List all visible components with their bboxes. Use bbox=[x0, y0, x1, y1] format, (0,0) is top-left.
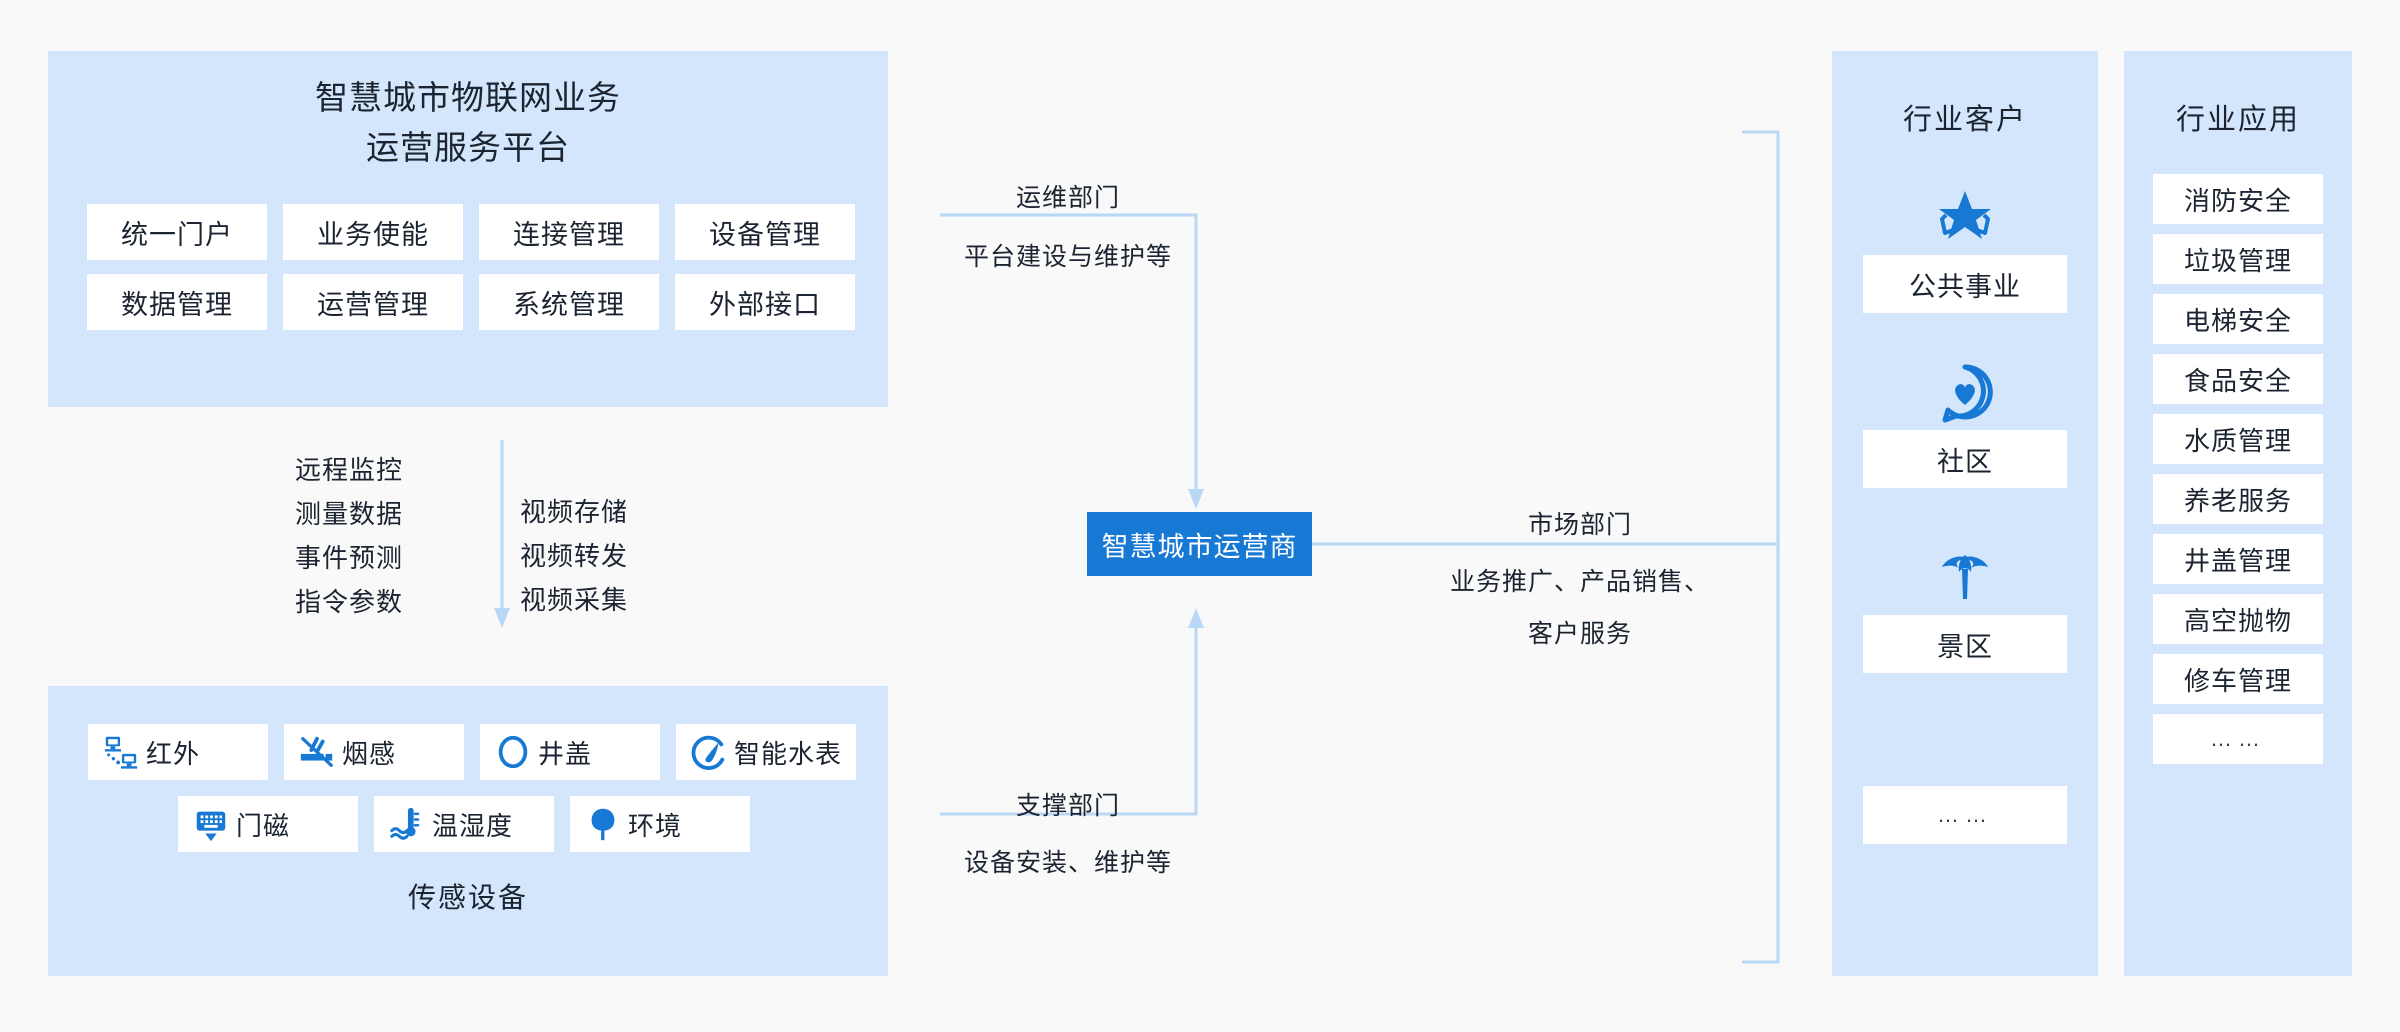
sensor-item-infrared[interactable]: 红外 bbox=[88, 724, 268, 780]
sensor-label: 井盖 bbox=[538, 738, 593, 769]
flow-left-item: 测量数据 bbox=[295, 499, 404, 529]
customer-item-more[interactable]: …… bbox=[1863, 786, 2067, 844]
platform-module[interactable]: 业务使能 bbox=[283, 204, 463, 260]
star-badge-icon bbox=[1939, 191, 1991, 239]
operator-label: 智慧城市运营商 bbox=[1101, 531, 1298, 562]
manhole-cover-icon bbox=[498, 735, 528, 769]
flow-down-arrow-icon bbox=[494, 440, 510, 628]
customer-label: 社区 bbox=[1863, 430, 2067, 488]
flow-right-item: 视频采集 bbox=[520, 585, 629, 615]
sensor-row-top: 红外 烟感 井盖 bbox=[88, 724, 856, 780]
top-edge-desc: 平台建设与维护等 bbox=[963, 243, 1172, 271]
sensor-item-smoke[interactable]: 烟感 bbox=[284, 724, 464, 780]
platform-module[interactable]: 数据管理 bbox=[87, 274, 267, 330]
palm-tree-icon bbox=[1942, 555, 1988, 599]
flow-left-column: 远程监控 测量数据 事件预测 指令参数 bbox=[295, 448, 403, 624]
sensor-row-bottom: 门磁 温湿度 环境 bbox=[178, 796, 750, 852]
customer-icon-wrap bbox=[1863, 181, 2067, 255]
right-edge-title: 市场部门 bbox=[1527, 511, 1632, 539]
operator-box[interactable]: 智慧城市运营商 bbox=[1087, 512, 1312, 576]
sensor-panel: 红外 烟感 井盖 bbox=[48, 686, 888, 976]
bottom-edge-desc: 设备安装、维护等 bbox=[963, 849, 1172, 877]
applications-panel-title: 行业应用 bbox=[2175, 104, 2300, 136]
customer-item-public-utility[interactable]: 公共事业 bbox=[1863, 181, 2067, 313]
customer-label: …… bbox=[1863, 786, 2067, 844]
application-item[interactable]: 养老服务 bbox=[2153, 474, 2323, 524]
sensor-item-environment[interactable]: 环境 bbox=[570, 796, 750, 852]
door-sensor-icon bbox=[196, 811, 226, 842]
customers-panel-title: 行业客户 bbox=[1902, 104, 2027, 136]
customer-label: 公共事业 bbox=[1863, 255, 2067, 313]
application-item[interactable]: 井盖管理 bbox=[2153, 534, 2323, 584]
application-item[interactable]: 消防安全 bbox=[2153, 174, 2323, 224]
platform-module-grid: 统一门户 业务使能 连接管理 设备管理 数据管理 运营管理 系统管理 外部接口 bbox=[87, 204, 855, 330]
flow-right-item: 视频存储 bbox=[520, 497, 629, 527]
applications-list: 消防安全 垃圾管理 电梯安全 食品安全 水质管理 养老服务 井盖管理 高空抛物 … bbox=[2153, 174, 2323, 764]
platform-module[interactable]: 连接管理 bbox=[479, 204, 659, 260]
temperature-humidity-icon bbox=[390, 807, 420, 840]
flow-left-item: 指令参数 bbox=[295, 587, 404, 617]
application-item[interactable]: 高空抛物 bbox=[2153, 594, 2323, 644]
customer-icon-wrap bbox=[1863, 356, 2067, 430]
flow-left-item: 远程监控 bbox=[295, 455, 404, 485]
application-item[interactable]: 修车管理 bbox=[2153, 654, 2323, 704]
application-item[interactable]: 电梯安全 bbox=[2153, 294, 2323, 344]
right-edge-desc-line2: 客户服务 bbox=[1527, 620, 1632, 648]
sensor-label: 温湿度 bbox=[432, 810, 514, 841]
ellipsis-dots: …… bbox=[2210, 726, 2266, 751]
sensor-item-manhole[interactable]: 井盖 bbox=[480, 724, 660, 780]
ellipsis-dots: …… bbox=[1937, 802, 1993, 827]
sensor-label: 烟感 bbox=[342, 738, 397, 769]
customer-icon-wrap bbox=[1863, 541, 2067, 615]
platform-module[interactable]: 设备管理 bbox=[675, 204, 855, 260]
application-item-more[interactable]: …… bbox=[2153, 714, 2323, 764]
customers-panel: 行业客户 公共事业 社区 bbox=[1832, 51, 2098, 976]
customer-item-scenic[interactable]: 景区 bbox=[1863, 541, 2067, 673]
smoke-detector-icon bbox=[300, 736, 333, 767]
environment-tree-icon bbox=[591, 808, 615, 841]
customer-item-community[interactable]: 社区 bbox=[1863, 356, 2067, 488]
sensor-item-door[interactable]: 门磁 bbox=[178, 796, 358, 852]
platform-module[interactable]: 外部接口 bbox=[675, 274, 855, 330]
sensor-label: 门磁 bbox=[236, 810, 291, 841]
right-edge-desc-line1: 业务推广、产品销售、 bbox=[1449, 568, 1710, 596]
sensor-label: 环境 bbox=[628, 810, 683, 841]
sensor-label: 智能水表 bbox=[734, 738, 843, 769]
application-item[interactable]: 垃圾管理 bbox=[2153, 234, 2323, 284]
application-item[interactable]: 食品安全 bbox=[2153, 354, 2323, 404]
platform-to-sensor-flow: 远程监控 测量数据 事件预测 指令参数 视频存储 视频转发 视频采集 bbox=[250, 440, 670, 640]
water-meter-icon bbox=[691, 735, 725, 770]
platform-title-line2: 运营服务平台 bbox=[366, 129, 570, 166]
sensor-item-water-meter[interactable]: 智能水表 bbox=[676, 724, 856, 780]
customer-label: 景区 bbox=[1863, 615, 2067, 673]
flow-right-column: 视频存储 视频转发 视频采集 bbox=[520, 490, 628, 622]
platform-title: 智慧城市物联网业务 运营服务平台 bbox=[48, 73, 888, 173]
platform-module[interactable]: 系统管理 bbox=[479, 274, 659, 330]
heart-pin-icon bbox=[1942, 364, 1993, 423]
flow-left-item: 事件预测 bbox=[295, 543, 404, 573]
platform-module[interactable]: 统一门户 bbox=[87, 204, 267, 260]
sensor-panel-caption: 传感设备 bbox=[407, 882, 528, 913]
top-edge-title: 运维部门 bbox=[1015, 184, 1120, 212]
platform-module[interactable]: 运营管理 bbox=[283, 274, 463, 330]
bottom-edge-title: 支撑部门 bbox=[1015, 792, 1120, 820]
application-item[interactable]: 水质管理 bbox=[2153, 414, 2323, 464]
right-connector-bracket-icon bbox=[1312, 130, 1780, 964]
platform-title-line1: 智慧城市物联网业务 bbox=[315, 79, 621, 116]
sensor-item-temp-humidity[interactable]: 温湿度 bbox=[374, 796, 554, 852]
flow-right-item: 视频转发 bbox=[520, 541, 629, 571]
platform-panel: 智慧城市物联网业务 运营服务平台 统一门户 业务使能 连接管理 设备管理 数据管… bbox=[48, 51, 888, 407]
infrared-icon bbox=[104, 736, 138, 769]
sensor-label: 红外 bbox=[146, 738, 201, 769]
applications-panel: 行业应用 消防安全 垃圾管理 电梯安全 食品安全 水质管理 养老服务 井盖管理 … bbox=[2124, 51, 2352, 976]
